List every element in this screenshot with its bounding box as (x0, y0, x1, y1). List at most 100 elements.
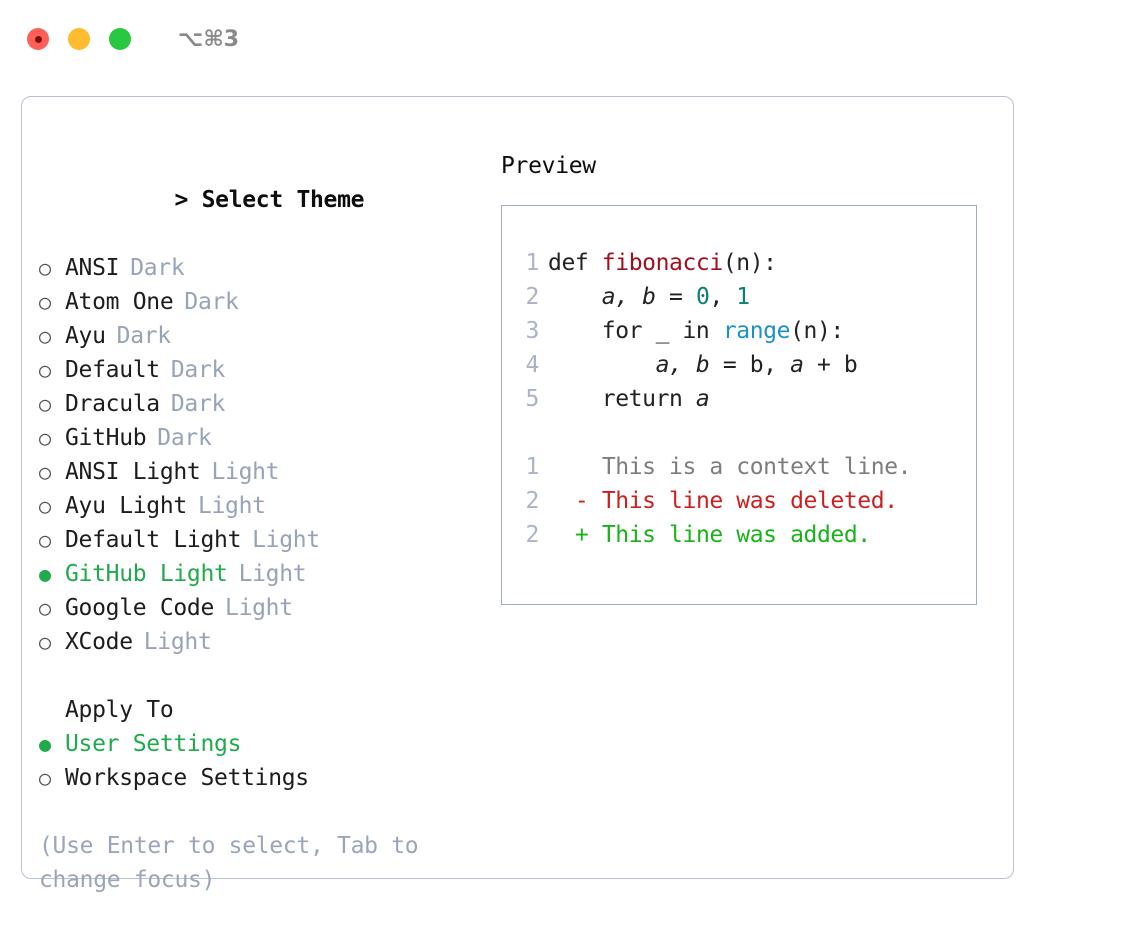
theme-option-label: ANSI Light (65, 459, 201, 485)
code-token-plain: (n): (722, 250, 777, 276)
preview-separator (502, 416, 976, 450)
theme-option-label: GitHub (65, 425, 147, 451)
diff-sign: - (574, 488, 589, 514)
radio-unselected-icon: ○ (39, 494, 51, 518)
theme-option-label: Ayu (65, 323, 106, 349)
diff-preview: 1 This is a context line.2 - This line w… (502, 450, 976, 552)
title-bar: ⌥⌘3 (0, 0, 1140, 78)
theme-option-label: Atom One (65, 289, 174, 315)
apply-to-heading-label: Apply To (65, 697, 174, 723)
diff-line-text: + This line was added. (548, 518, 871, 552)
code-token-plain: return (548, 386, 696, 412)
diff-line-text: - This line was deleted. (548, 484, 898, 518)
traffic-lights (27, 28, 131, 50)
theme-variant-badge: Dark (170, 391, 226, 417)
apply-to-option-list[interactable]: ●User Settings ○ Workspace Settings (39, 727, 489, 795)
theme-variant-badge: Light (143, 629, 212, 655)
radio-unselected-icon: ○ (39, 290, 51, 314)
theme-variant-badge: Dark (130, 255, 185, 281)
theme-variant-badge: Dark (184, 289, 239, 315)
diff-text: This is a context line. (601, 454, 912, 480)
theme-option-label: GitHub Light (65, 561, 228, 587)
select-theme-heading-label: Select Theme (201, 187, 365, 213)
code-token-var: a, b (655, 352, 710, 378)
code-line: 1 def fibonacci(n): (502, 246, 976, 280)
theme-variant-badge: Light (252, 527, 320, 553)
select-theme-heading: > Select Theme (39, 149, 489, 251)
diff-line-number: 1 (525, 454, 540, 480)
window-shortcut-label: ⌥⌘3 (178, 26, 240, 52)
code-line: 4 a, b = b, a + b (502, 348, 976, 382)
radio-selected-icon: ● (39, 732, 51, 756)
code-line: 5 return a (502, 382, 976, 416)
radio-unselected-icon: ○ (39, 256, 51, 280)
theme-option-dracula[interactable]: ○ Dracula Dark (39, 387, 489, 421)
code-token-number: 1 (736, 284, 750, 310)
prompt-caret-icon: > (174, 187, 189, 213)
theme-option-label: ANSI (65, 255, 120, 281)
theme-variant-badge: Light (238, 561, 307, 587)
code-token-plain: def (548, 250, 602, 276)
radio-unselected-icon: ○ (39, 358, 51, 382)
theme-option-ansi[interactable]: ○ ANSI Dark (39, 251, 489, 285)
diff-text: This line was added. (601, 522, 871, 548)
maximize-button[interactable] (109, 28, 131, 50)
code-token-plain (548, 352, 656, 378)
code-line-text: return a (548, 382, 710, 416)
code-line: 3 for _ in range(n): (502, 314, 976, 348)
theme-option-atom-one[interactable]: ○ Atom One Dark (39, 285, 489, 319)
theme-option-label: Default (65, 357, 160, 383)
radio-unselected-icon: ○ (39, 392, 51, 416)
radio-selected-icon: ● (39, 562, 51, 586)
radio-unselected-icon: ○ (39, 324, 51, 348)
diff-line-number: 2 (525, 522, 540, 548)
apply-to-option-user-settings[interactable]: ●User Settings (39, 727, 489, 761)
code-token-function: fibonacci (601, 250, 723, 276)
theme-variant-badge: Light (197, 493, 266, 519)
line-number: 2 (525, 284, 540, 310)
code-token-plain: , (709, 284, 737, 310)
code-token-plain: (n): (790, 318, 844, 344)
apply-to-heading-spacer: ○ (39, 693, 65, 727)
code-token-plain (548, 284, 602, 310)
diff-line-deleted: 2 - This line was deleted. (502, 484, 976, 518)
minimize-button[interactable] (68, 28, 90, 50)
code-line: 2 a, b = 0, 1 (502, 280, 976, 314)
theme-variant-badge: Dark (116, 323, 172, 349)
theme-option-label: XCode (65, 629, 133, 655)
theme-option-github-light[interactable]: ● GitHub Light Light (39, 557, 489, 591)
code-token-builtin: range (722, 318, 791, 344)
preview-heading: Preview (501, 153, 596, 179)
apply-to-option-label: Workspace Settings (65, 765, 309, 791)
apply-to-option-workspace-settings[interactable]: ○ Workspace Settings (39, 761, 489, 795)
diff-line-context: 1 This is a context line. (502, 450, 976, 484)
diff-sign: + (574, 522, 589, 548)
diff-text: This line was deleted. (601, 488, 898, 514)
code-token-plain: = (655, 284, 696, 310)
theme-option-label: Dracula (65, 391, 160, 417)
code-token-plain: for _ in (548, 318, 723, 344)
radio-unselected-icon: ○ (39, 766, 51, 790)
close-button[interactable] (27, 28, 49, 50)
line-number: 5 (525, 386, 540, 412)
theme-option-ayu[interactable]: ○ Ayu Dark (39, 319, 489, 353)
theme-option-default[interactable]: ○ Default Dark (39, 353, 489, 387)
radio-unselected-icon: ○ (39, 426, 51, 450)
line-number: 3 (525, 318, 540, 344)
diff-line-added: 2 + This line was added. (502, 518, 976, 552)
diff-sign (575, 454, 588, 480)
theme-variant-badge: Dark (170, 357, 226, 383)
radio-unselected-icon: ○ (39, 460, 51, 484)
code-token-var: a (695, 386, 710, 412)
line-number: 1 (525, 250, 540, 276)
